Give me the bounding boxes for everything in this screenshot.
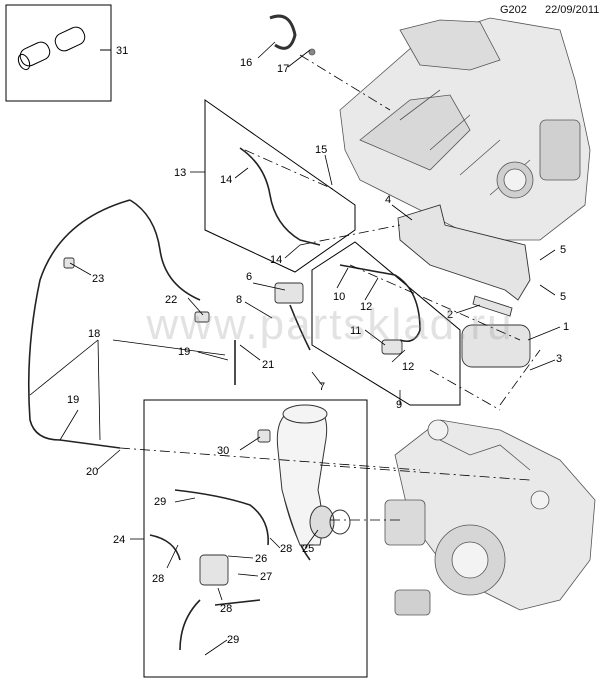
diagram-date: 22/09/2011	[545, 4, 600, 16]
callout-14a: 14	[220, 174, 232, 186]
callout-28b: 28	[280, 543, 292, 555]
callout-18: 18	[88, 328, 100, 340]
callout-7: 7	[319, 381, 325, 393]
callout-23: 23	[92, 273, 104, 285]
callout-16: 16	[240, 57, 252, 69]
reference-lines	[119, 54, 541, 521]
callout-24: 24	[113, 534, 125, 546]
inset-box-31	[5, 4, 112, 102]
callout-1: 1	[563, 321, 569, 333]
callout-6: 6	[246, 271, 252, 283]
assembly-frame-9	[311, 241, 461, 406]
components-illustration	[63, 204, 531, 586]
callout-12a: 12	[360, 301, 372, 313]
turbocharger-illustration	[384, 419, 596, 616]
callout-11: 11	[350, 325, 361, 337]
leader-lines	[29, 41, 561, 656]
callout-2: 2	[447, 309, 453, 321]
callout-19b: 19	[67, 394, 79, 406]
diagram-code: G202	[500, 4, 527, 16]
callout-3: 3	[556, 353, 562, 365]
callout-29a: 29	[154, 496, 166, 508]
intake-manifold-illustration	[269, 14, 591, 241]
callout-17: 17	[277, 63, 289, 75]
callout-13: 13	[174, 167, 186, 179]
callout-4: 4	[385, 194, 391, 206]
callout-10: 10	[333, 291, 345, 303]
callout-29b: 29	[227, 634, 239, 646]
assembly-frame-24	[143, 399, 368, 678]
callout-5a: 5	[560, 244, 566, 256]
callout-14b: 14	[270, 254, 282, 266]
callout-labels: 31 16 17 13 14 15 14 4 5 5 23 6 10 12 22…	[67, 45, 569, 646]
callout-5b: 5	[560, 291, 566, 303]
callout-28a: 28	[152, 573, 164, 585]
callout-12b: 12	[402, 361, 414, 373]
callout-31: 31	[116, 45, 128, 57]
assembly-frame-13	[204, 99, 356, 273]
callout-28c: 28	[220, 603, 232, 615]
callout-8: 8	[236, 294, 242, 306]
callout-20: 20	[86, 466, 98, 478]
callout-26: 26	[255, 553, 267, 565]
callout-21: 21	[262, 359, 274, 371]
callout-9: 9	[396, 399, 402, 411]
callout-27: 27	[260, 571, 272, 583]
hose-connector-illustration	[17, 26, 86, 71]
callout-15: 15	[315, 144, 327, 156]
air-pipe-illustration	[276, 404, 351, 546]
callout-22: 22	[165, 294, 177, 306]
hose-lines	[27, 147, 421, 651]
callout-25: 25	[302, 543, 314, 555]
callout-30: 30	[217, 445, 229, 457]
callout-19a: 19	[178, 346, 190, 358]
